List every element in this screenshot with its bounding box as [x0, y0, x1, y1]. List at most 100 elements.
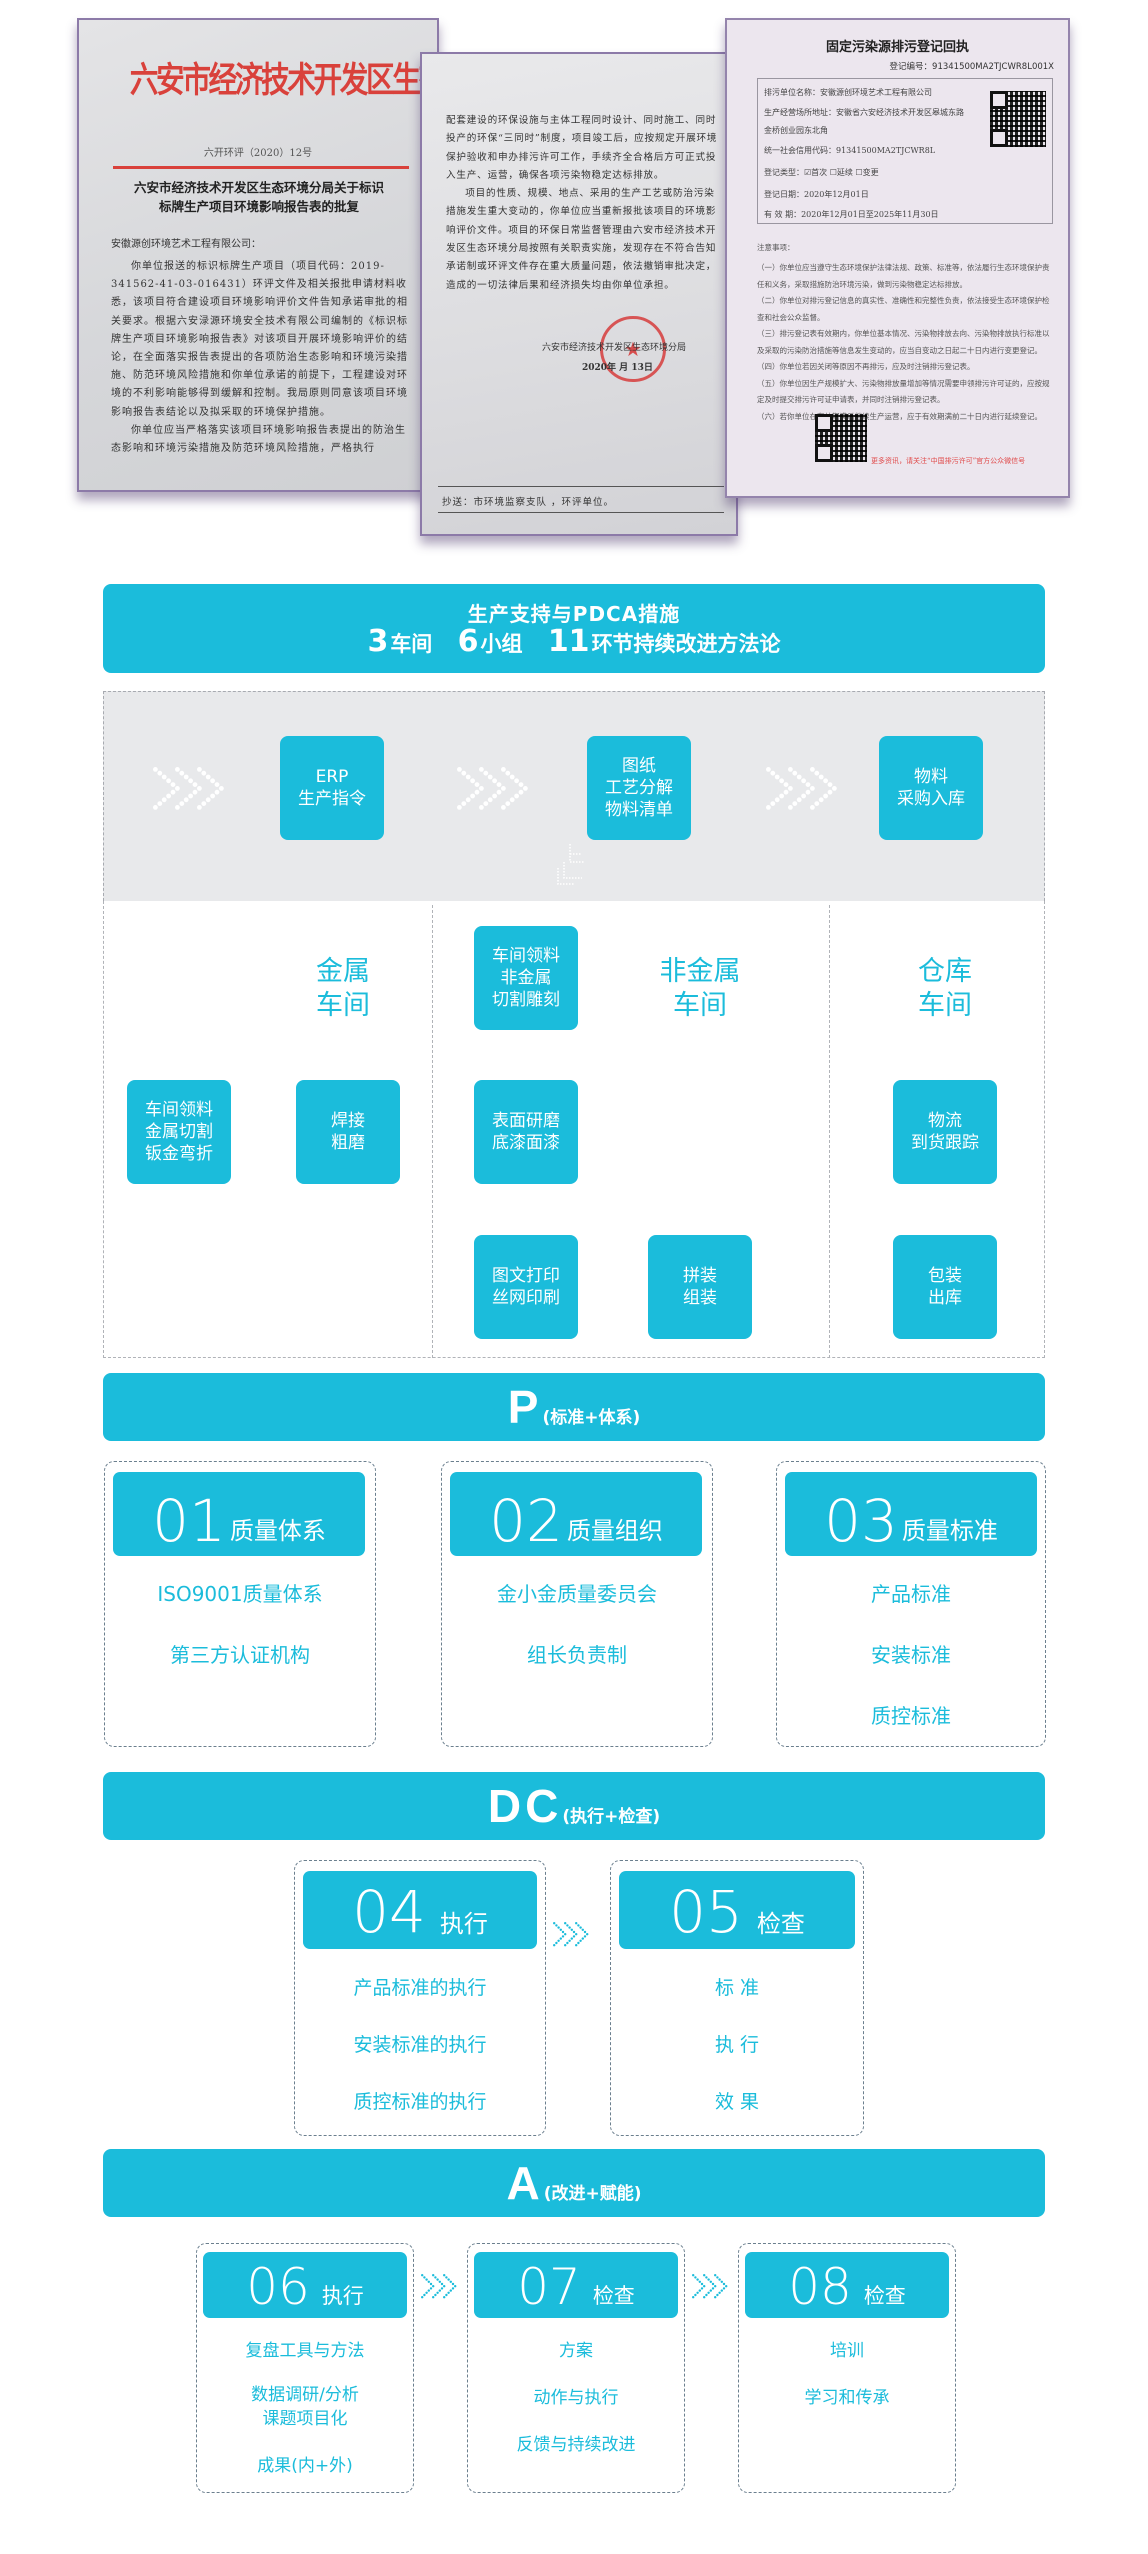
- chevron-dot: [188, 778, 193, 784]
- chevron-dot: [474, 789, 480, 795]
- chevron-dot: [711, 2287, 715, 2290]
- receipt-field: 金桥创业园东北角: [764, 126, 828, 135]
- chevron-dot: [457, 767, 462, 772]
- chevron-dot: [183, 797, 189, 803]
- task-surface-painting: 表面研磨 底漆面漆: [474, 1080, 578, 1184]
- chevron-dot: [438, 2280, 441, 2283]
- chevron-dot: [557, 1939, 560, 1942]
- chevron-dot: [175, 805, 180, 810]
- chevron-dot: [709, 2289, 712, 2292]
- card-item: 反馈与持续改进: [516, 2435, 636, 2455]
- chevron-dot: [766, 767, 771, 772]
- chevron-dot: [707, 2278, 710, 2281]
- chevron-dot: [714, 2285, 717, 2288]
- chevron-dot: [827, 782, 833, 787]
- task-packaging: 包装 出库: [893, 1235, 997, 1339]
- chevron-dot: [783, 789, 789, 795]
- chevron-dot: [214, 782, 220, 787]
- chevron-dot: [698, 2280, 701, 2283]
- card-item: 标 准: [714, 1977, 760, 1999]
- chevron-dot: [470, 778, 475, 784]
- chevron-dot: [779, 793, 784, 799]
- card-number: 05: [669, 1878, 743, 1946]
- chevron-dot: [514, 778, 519, 784]
- chevron-dot: [153, 805, 158, 810]
- chevron-dot: [505, 770, 511, 776]
- banner-title: 生产支持与PDCA措施: [467, 602, 681, 626]
- chevron-dot: [509, 774, 515, 780]
- chevron-dot: [175, 786, 180, 791]
- card-item: 执 行: [714, 2034, 760, 2056]
- chevron-dot: [509, 797, 515, 803]
- chevron-dot: [429, 2287, 433, 2290]
- note-item: （四）你单位若因关闭等原因不再排污，应及时注销排污登记表。: [757, 362, 975, 371]
- cc-divider: [438, 486, 724, 487]
- chevron-dot: [425, 2278, 428, 2281]
- card-item: 组长负责制: [527, 1643, 627, 1667]
- card-items: ISO9001质量体系 第三方认证机构: [105, 1578, 375, 1668]
- chevron-dot: [561, 1930, 565, 1934]
- section-letter: P: [507, 1381, 543, 1433]
- chevron-dot: [188, 793, 193, 799]
- banner-count-label: 环节持续改进方法论: [591, 632, 781, 656]
- card-items: 复盘工具与方法 数据调研/分析 课题项目化 成果(内+外): [197, 2336, 413, 2476]
- red-seal-icon: ★: [600, 316, 666, 382]
- chevron-dot: [564, 1922, 567, 1925]
- chevron-dot: [179, 801, 185, 806]
- chevron-dot: [447, 2278, 450, 2281]
- chevron-dot: [465, 797, 471, 803]
- card-items: 金小金质量委员会 组长负责制: [442, 1578, 712, 1668]
- qr-code-icon: [990, 91, 1046, 147]
- note-item: （五）你单位因生产规模扩大、污染物排放量增加等情况需要申领排污许可证的，应按规定…: [757, 378, 1050, 405]
- chevron-dot: [698, 2289, 701, 2292]
- chevron-dot: [779, 778, 784, 784]
- chevron-dot: [792, 801, 798, 806]
- chevron-dot: [201, 801, 207, 806]
- chevron-dot: [581, 1937, 584, 1940]
- section-banner-p: P(标准+体系): [103, 1373, 1045, 1441]
- section-banner-a: A(改进+赋能): [103, 2149, 1045, 2217]
- chevron-dot: [157, 770, 163, 776]
- chevron-dot: [566, 1941, 569, 1945]
- card-label: 检查: [592, 2284, 635, 2308]
- card-item: 动作与执行: [533, 2388, 619, 2408]
- receipt-field: 有 效 期：2020年12月01日至2025年11月30日: [764, 210, 939, 219]
- chevron-dot: [492, 793, 497, 799]
- chevron-dot: [568, 1939, 571, 1942]
- chevron-dot: [707, 2291, 710, 2294]
- approval-title-line: 六安市经济技术开发区生态环境分局关于标识: [133, 180, 384, 195]
- task-printing: 图文打印 丝网印刷: [474, 1235, 578, 1339]
- chevron-dot: [451, 2287, 455, 2290]
- chevron-dot: [823, 778, 828, 784]
- card-number: 07: [517, 2258, 581, 2316]
- chevron-arrows-icon: [766, 767, 837, 810]
- chevron-dot: [501, 767, 506, 772]
- step-erp-order: ERP 生产指令: [280, 736, 384, 840]
- chevron-dot: [492, 778, 497, 784]
- chevron-dot: [161, 797, 167, 803]
- chevron-dot: [479, 805, 484, 810]
- chevron-dot: [483, 770, 489, 776]
- chevron-dot: [720, 2280, 723, 2283]
- chevron-dot: [197, 805, 202, 810]
- card-label: 质量标准: [901, 1517, 998, 1545]
- chevron-dot: [449, 2289, 452, 2292]
- chevron-dot: [722, 2282, 726, 2286]
- chevron-dot: [709, 2280, 712, 2283]
- chevron-dot: [581, 1928, 584, 1931]
- chevron-dot: [434, 2293, 437, 2297]
- chevron-dot: [192, 789, 198, 795]
- chevron-dot: [577, 1941, 580, 1945]
- chevron-dot: [443, 2296, 446, 2299]
- chevron-dot: [496, 789, 502, 795]
- receipt-field: 生产经营场所地址：安徽省六安经济技术开发区皋城东路: [764, 108, 964, 117]
- approval-letter-page2-photo: 配套建设的环保设施与主体工程同时设计、同时施工、同时投产的环保“三同时”制度，项…: [420, 52, 738, 536]
- chevron-dot: [429, 2282, 433, 2286]
- chevron-dots: [153, 767, 224, 810]
- chevron-dot: [783, 782, 789, 787]
- chevron-dot: [774, 797, 780, 803]
